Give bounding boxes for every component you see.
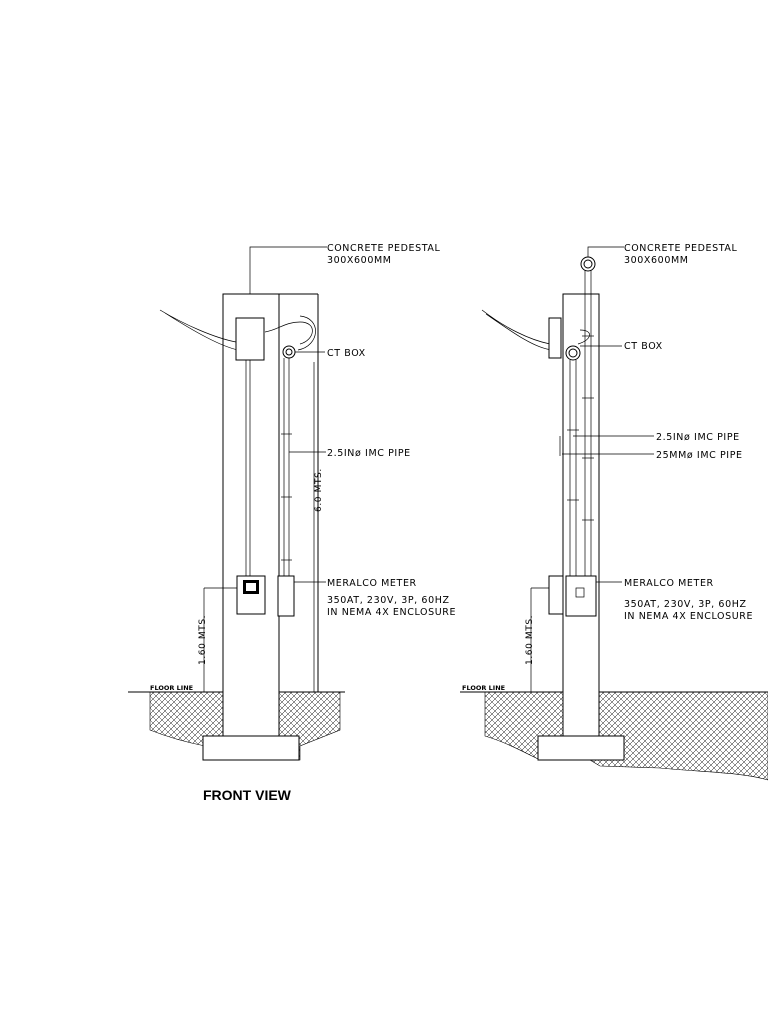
side-pedestal-label-2: 300X600MM (624, 255, 689, 266)
front-enclosure-label-1: 350AT, 230V, 3P, 60HZ (327, 595, 450, 606)
front-meter-label: MERALCO METER (327, 578, 417, 589)
front-meter-height-label: 1.60 MTS. (198, 615, 208, 665)
side-pipe-label-2: 25MMø IMC PIPE (656, 450, 743, 461)
front-ct-box-label: CT BOX (327, 348, 366, 359)
side-meter-height-label: 1.60 MTS. (525, 615, 535, 665)
front-pipe-label: 2.5INø IMC PIPE (327, 448, 411, 459)
side-leader-pedestal (587, 246, 624, 257)
front-view (128, 246, 345, 761)
front-service-drop (159, 309, 316, 351)
side-pedestal (562, 293, 600, 737)
front-height-label: 6.0 MTS. (314, 468, 324, 512)
front-pedestal-label-1: CONCRETE PEDESTAL (327, 243, 441, 254)
side-meter-label: MERALCO METER (624, 578, 714, 589)
side-ground-hatch (484, 691, 768, 781)
front-enclosure-label-2: IN NEMA 4X ENCLOSURE (327, 607, 456, 618)
side-meter-box (548, 575, 564, 615)
side-pedestal-label-1: CONCRETE PEDESTAL (624, 243, 738, 254)
side-enclosure-label-2: IN NEMA 4X ENCLOSURE (624, 611, 753, 622)
front-pedestal-label-2: 300X600MM (327, 255, 392, 266)
side-ct-elbow (565, 345, 581, 361)
front-enclosure (277, 575, 295, 617)
front-ct-box (235, 317, 265, 361)
side-view (460, 246, 768, 781)
side-enclosure (565, 575, 597, 617)
side-ct-box-label: CT BOX (624, 341, 663, 352)
side-footing (537, 735, 625, 761)
side-service-drop (481, 309, 590, 351)
side-weatherhead (580, 256, 596, 272)
side-pipe-label-1: 2.5INø IMC PIPE (656, 432, 740, 443)
side-enclosure-label-1: 350AT, 230V, 3P, 60HZ (624, 599, 747, 610)
front-leader-pedestal (249, 246, 327, 294)
front-pedestal (222, 293, 280, 737)
side-ct-box (548, 317, 562, 359)
front-footing (202, 735, 300, 761)
front-floor-label: FLOOR LINE (150, 684, 193, 692)
side-floor-label: FLOOR LINE (462, 684, 505, 692)
front-elbow (282, 345, 296, 359)
front-view-title: FRONT VIEW (203, 787, 292, 803)
